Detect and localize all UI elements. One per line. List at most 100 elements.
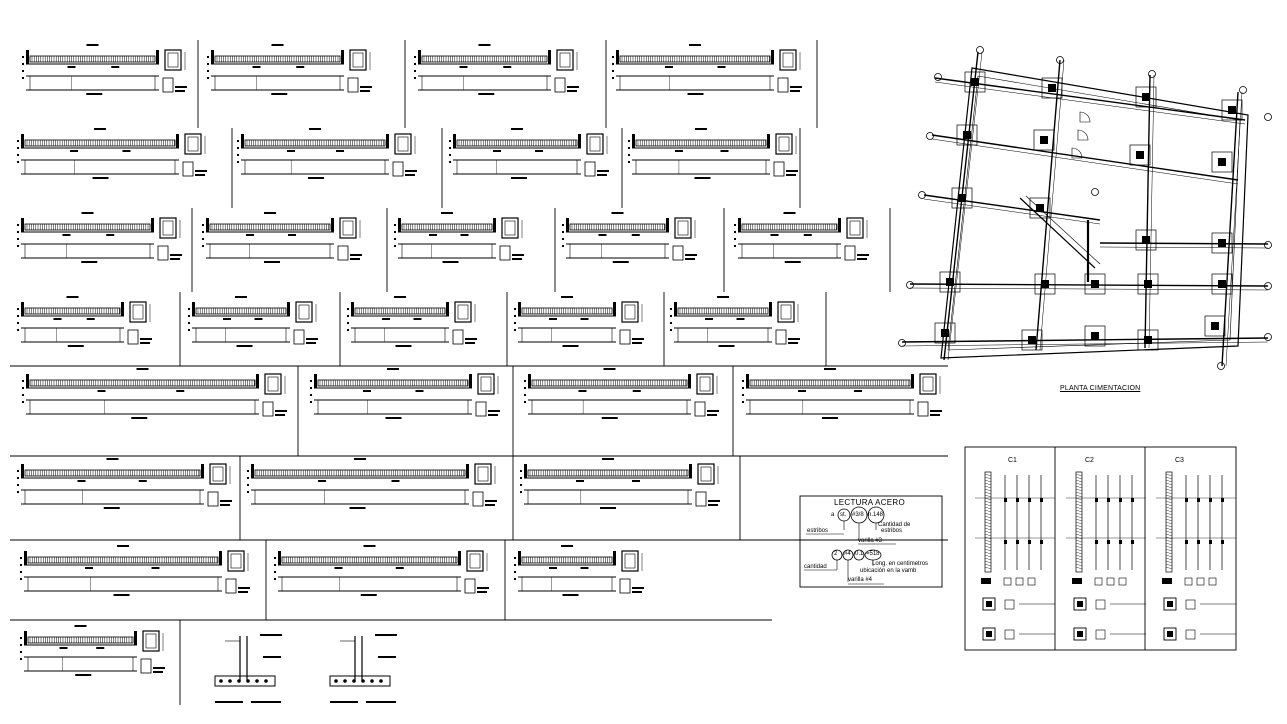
axis-marker [17, 477, 19, 479]
stirrup-detail [475, 401, 487, 417]
dim-mark [382, 318, 390, 320]
rebar-dot [264, 679, 268, 683]
dim-mark [675, 150, 683, 152]
axis-marker [22, 70, 24, 72]
beam-title-mark [717, 296, 729, 298]
dim-mark [97, 390, 106, 392]
dim-mark [549, 567, 557, 569]
beam-section-inner [230, 553, 242, 569]
stirrup-detail [619, 329, 631, 345]
beam-detail-24 [520, 458, 720, 509]
column-hatch [1165, 548, 1173, 552]
axis-marker [742, 401, 744, 403]
legend-note-estribos: estribos [807, 528, 829, 534]
stirrup-label-mark [707, 410, 719, 412]
dim-mark [254, 318, 263, 320]
column-stub-right [466, 464, 469, 478]
beam-section-inner [212, 466, 224, 482]
beam-section-inner [267, 376, 279, 392]
column-hatch [984, 503, 992, 507]
axis-marker [22, 380, 24, 382]
axis-marker [562, 224, 564, 226]
stirrup-detail [775, 329, 787, 345]
axis-marker [628, 161, 630, 163]
axis-marker [734, 245, 736, 247]
plan-grid-beam [1099, 242, 1269, 245]
column-hatch [1075, 560, 1083, 564]
axis-marker [20, 637, 22, 639]
axis-marker [247, 477, 249, 479]
beam-label-mark [81, 261, 98, 263]
footing-column [1218, 158, 1226, 166]
column-stub-left [453, 134, 456, 148]
axis-marker [394, 245, 396, 247]
dim-mark [413, 318, 422, 320]
column-hatch [1165, 512, 1173, 516]
column-hatch [984, 473, 992, 477]
beam-label-mark [442, 261, 459, 263]
stirrup-square [1095, 599, 1106, 610]
footing [1135, 86, 1157, 108]
axis-marker [514, 308, 516, 310]
beam-title-mark [117, 545, 129, 547]
dim-mark [503, 66, 512, 68]
dim-mark [770, 234, 779, 236]
column-stub-left [314, 374, 317, 388]
section-label-mark [330, 701, 358, 703]
stirrup-label-mark [567, 90, 577, 92]
column-stub-left [241, 134, 244, 148]
axis-bubble [1091, 188, 1099, 196]
stirrup-label-mark [360, 86, 372, 88]
column-hatch [984, 494, 992, 498]
column-hatch [1165, 545, 1173, 549]
beam-section-inner [849, 220, 861, 236]
stirrup-label-mark [708, 500, 720, 502]
stirrup-label-mark [275, 414, 285, 416]
column-stub-right [613, 302, 616, 316]
dim-mark [288, 234, 296, 236]
column-stub-left [518, 302, 521, 316]
axis-marker [310, 401, 312, 403]
column-hatch [1075, 479, 1083, 483]
beam-section-inner [589, 136, 601, 152]
footing-column [946, 278, 954, 286]
column-hatch [1165, 551, 1173, 555]
stirrup-label-mark [405, 170, 417, 172]
axis-marker [17, 147, 19, 149]
dim-mark [151, 567, 160, 569]
beam-title-mark [309, 128, 321, 130]
beam-detail-19 [310, 368, 500, 419]
column-hatch [1075, 530, 1083, 534]
axis-marker [449, 154, 451, 156]
axis-marker [237, 154, 239, 156]
footing-column [1048, 84, 1056, 92]
section-square [1196, 577, 1205, 586]
legend-prefix: a [831, 512, 835, 518]
beam-section-inner [132, 304, 144, 320]
column-hatch [1075, 539, 1083, 543]
footing [956, 124, 978, 146]
footing-slab [329, 675, 391, 687]
axis-marker [514, 571, 516, 573]
beam-section-outer [474, 463, 492, 485]
beam-detail-1 [207, 44, 372, 95]
column-stub-right [256, 374, 259, 388]
rebar-dot [255, 679, 259, 683]
column-stub-right [493, 218, 496, 232]
column-hatch [984, 563, 992, 567]
column-hatch [1075, 524, 1083, 528]
column-hatch [1165, 539, 1173, 543]
beam-title-mark [271, 44, 284, 46]
beam-section-outer [129, 301, 147, 323]
footing-section [982, 627, 996, 641]
beam-label-mark [562, 594, 579, 596]
axis-marker [20, 658, 22, 660]
stirrup-label-mark [786, 174, 796, 176]
column-hatch [1075, 554, 1083, 558]
axis-marker [347, 329, 349, 331]
column-stub-left [528, 374, 531, 388]
rebar-mark [1040, 498, 1043, 502]
column-stub-left [278, 551, 281, 565]
footing-section-1 [214, 634, 282, 703]
door-swing [1071, 147, 1083, 159]
